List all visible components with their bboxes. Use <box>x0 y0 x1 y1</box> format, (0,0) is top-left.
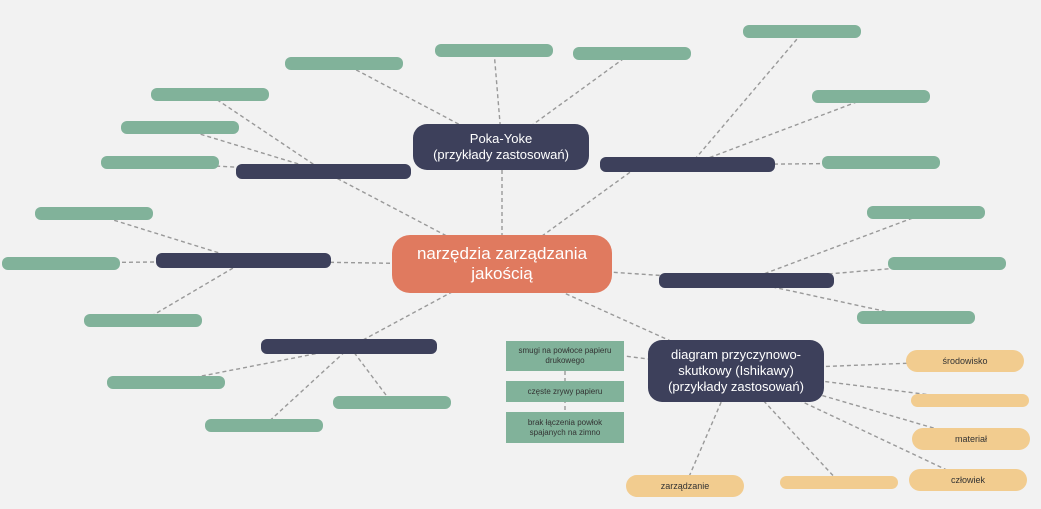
leaf-bottomleft-3[interactable] <box>205 419 323 432</box>
connector-line <box>689 31 804 166</box>
branch-top-right[interactable] <box>600 157 775 172</box>
leaf-topright-2[interactable] <box>812 90 930 103</box>
leaf-right-3[interactable] <box>857 311 975 324</box>
connector-line <box>179 127 326 173</box>
leaf-poka-2[interactable] <box>435 44 553 57</box>
connector-line <box>209 94 326 173</box>
branch-left[interactable] <box>156 253 331 268</box>
connector-line <box>142 260 246 322</box>
ishikawa-example-1[interactable]: smugi na powłoce papieru drukowego <box>506 341 624 371</box>
ishikawa-category-zarzadzanie[interactable]: zarządzanie <box>626 475 744 497</box>
leaf-topright-3[interactable] <box>822 156 940 169</box>
leaf-right-2[interactable] <box>888 257 1006 270</box>
connector-line <box>734 369 840 483</box>
connector-line <box>501 53 631 148</box>
connector-line <box>93 213 246 262</box>
leaf-left-1[interactable] <box>35 207 153 220</box>
leaf-topleft-2[interactable] <box>121 121 239 134</box>
connector-line <box>689 96 871 166</box>
connector-line <box>734 369 972 440</box>
connector-line <box>501 264 746 282</box>
connector-line <box>623 355 736 371</box>
leaf-left-3[interactable] <box>84 314 202 327</box>
ishikawa-category-blank-1[interactable] <box>911 394 1029 407</box>
root-topic[interactable]: narzędzia zarządzania jakością <box>392 235 612 293</box>
ishikawa-category-material[interactable]: materiał <box>912 428 1030 450</box>
branch-top-left[interactable] <box>236 164 411 179</box>
connector-line <box>263 346 351 427</box>
branch-poka-yoke[interactable]: Poka-Yoke (przykłady zastosowań) <box>413 124 589 170</box>
leaf-topleft-3[interactable] <box>101 156 219 169</box>
ishikawa-category-srodowisko[interactable]: środowisko <box>906 350 1024 372</box>
connector-line <box>324 171 503 266</box>
ishikawa-category-czlowiek[interactable]: człowiek <box>909 469 1027 491</box>
leaf-right-1[interactable] <box>867 206 985 219</box>
connector-line <box>349 346 393 404</box>
leaf-topright-1[interactable] <box>743 25 861 38</box>
ishikawa-example-2[interactable]: częste zrywy papieru <box>506 381 624 402</box>
branch-ishikawa[interactable]: diagram przyczynowo- skutkowy (Ishikawy)… <box>648 340 824 402</box>
leaf-left-2[interactable] <box>2 257 120 270</box>
ishikawa-example-3[interactable]: brak łączenia powłok spajanych na zimno <box>506 412 624 443</box>
branch-right[interactable] <box>659 273 834 288</box>
leaf-poka-3[interactable] <box>573 47 691 60</box>
leaf-poka-1[interactable] <box>285 57 403 70</box>
connector-line <box>744 212 927 282</box>
leaf-bottomleft-1[interactable] <box>107 376 225 389</box>
leaf-topleft-1[interactable] <box>151 88 269 101</box>
leaf-bottomleft-2[interactable] <box>333 396 451 409</box>
branch-bottom-left[interactable] <box>261 339 437 354</box>
ishikawa-category-blank-2[interactable] <box>780 476 898 489</box>
